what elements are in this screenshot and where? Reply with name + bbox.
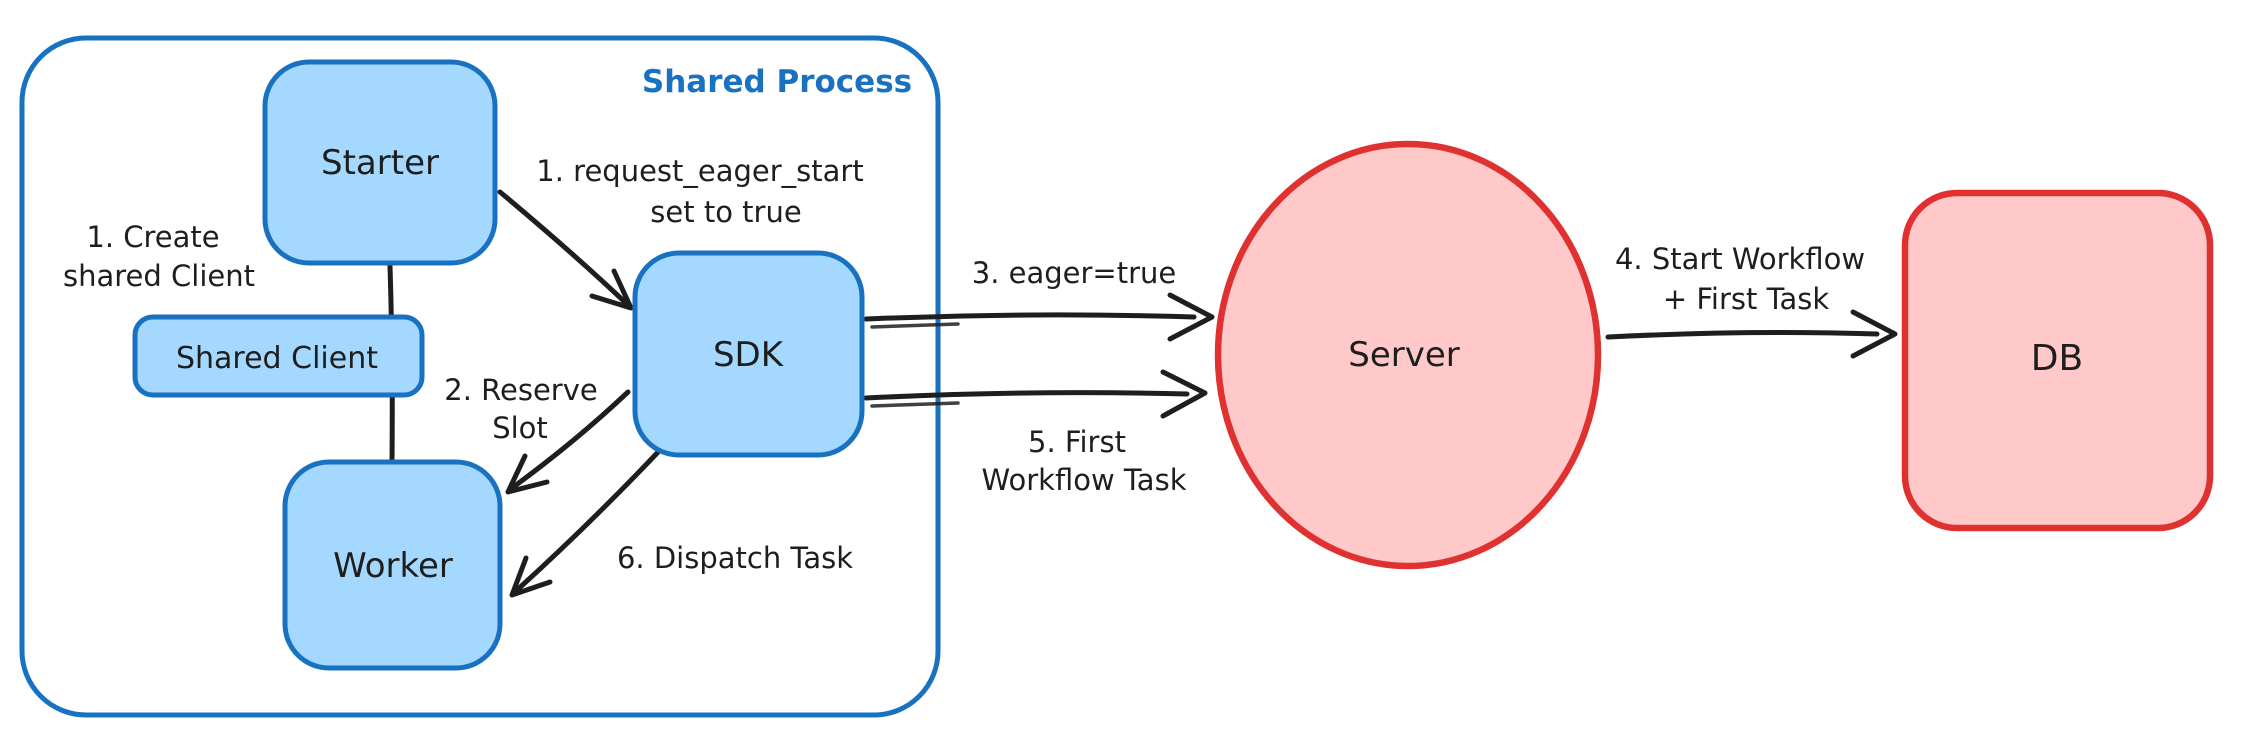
label-reserve-slot-line2: Slot — [492, 411, 548, 445]
label-request-eager-start-line2: set to true — [650, 195, 801, 229]
label-start-workflow-line2: + First Task — [1663, 282, 1830, 316]
arrow-start-workflow — [1605, 309, 1898, 359]
arrow-first-workflow-task — [863, 369, 1208, 419]
label-create-shared-client-line1: 1. Create — [86, 220, 219, 254]
label-start-workflow-line1: 4. Start Workflow — [1615, 242, 1865, 276]
db-box — [1901, 189, 2214, 532]
sketch-stroke — [870, 401, 960, 408]
server-circle — [1214, 140, 1602, 570]
db-label: DB — [2031, 338, 2083, 379]
label-eager-true: 3. eager=true — [972, 256, 1177, 290]
worker-label: Worker — [333, 546, 453, 586]
server-label: Server — [1348, 335, 1460, 375]
label-create-shared-client-line2: shared Client — [63, 259, 255, 293]
arrow-request-eager-start — [497, 189, 634, 311]
shared-process-box — [19, 35, 941, 718]
sdk-label: SDK — [713, 335, 785, 375]
starter-box — [262, 59, 498, 266]
shared-client-label: Shared Client — [176, 341, 378, 376]
label-first-workflow-task-line2: Workflow Task — [982, 463, 1187, 497]
label-dispatch-task: 6. Dispatch Task — [617, 541, 853, 575]
arrow-reserve-slot — [505, 389, 631, 495]
label-request-eager-start-line1: 1. request_eager_start — [536, 154, 863, 188]
shared-process-label: Shared Process — [642, 64, 912, 100]
shared-client-box — [132, 314, 425, 398]
sketch-stroke — [870, 322, 960, 329]
arrow-dispatch-task — [509, 447, 663, 598]
worker-box — [282, 459, 503, 671]
arrow-eager-true — [863, 292, 1215, 342]
starter-label: Starter — [321, 143, 439, 183]
label-reserve-slot-line1: 2. Reserve — [444, 373, 597, 407]
sdk-box — [632, 250, 865, 458]
label-first-workflow-task-line1: 5. First — [1028, 425, 1126, 459]
